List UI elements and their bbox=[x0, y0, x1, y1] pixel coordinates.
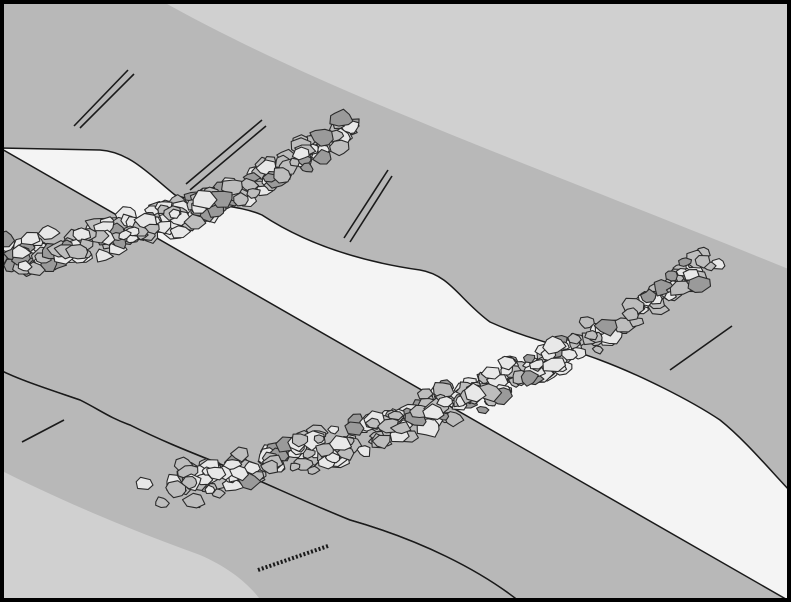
stone bbox=[364, 417, 382, 429]
stone bbox=[664, 270, 678, 282]
upper-rock-weir bbox=[0, 108, 360, 278]
stone bbox=[12, 244, 32, 259]
stone bbox=[192, 189, 218, 210]
stone bbox=[567, 332, 582, 345]
stone bbox=[344, 421, 365, 436]
stone bbox=[356, 445, 371, 458]
stone bbox=[529, 358, 545, 370]
stone bbox=[222, 459, 243, 470]
stone bbox=[65, 244, 89, 260]
stone bbox=[17, 260, 33, 272]
stone bbox=[273, 167, 292, 184]
slash-mark bbox=[21, 419, 65, 443]
stone bbox=[135, 476, 154, 490]
stone bbox=[233, 192, 249, 207]
stone bbox=[328, 435, 353, 451]
stone bbox=[542, 335, 567, 355]
stone bbox=[302, 448, 316, 460]
stone bbox=[476, 405, 490, 415]
stone bbox=[422, 403, 445, 420]
bank-slash-marks bbox=[21, 69, 733, 572]
stone bbox=[329, 139, 350, 157]
stone bbox=[291, 146, 310, 161]
stone bbox=[168, 208, 181, 219]
stone bbox=[436, 395, 453, 408]
stone bbox=[118, 229, 132, 241]
stone bbox=[313, 434, 325, 444]
slash-mark bbox=[669, 325, 733, 371]
stone bbox=[144, 223, 160, 235]
stone bbox=[390, 421, 412, 435]
stone bbox=[181, 492, 206, 509]
stone bbox=[694, 254, 711, 269]
stone bbox=[289, 462, 301, 472]
stone bbox=[180, 475, 198, 490]
slash-mark bbox=[349, 175, 393, 243]
stone bbox=[371, 434, 391, 450]
stone bbox=[669, 280, 694, 296]
stone bbox=[312, 148, 332, 165]
stone bbox=[155, 496, 170, 509]
lower-rock-weir bbox=[135, 246, 726, 509]
stone bbox=[309, 128, 334, 147]
stone bbox=[584, 330, 598, 341]
stone bbox=[169, 224, 192, 239]
stone bbox=[329, 108, 354, 127]
slash-mark bbox=[257, 544, 329, 572]
stone bbox=[520, 370, 539, 387]
stone bbox=[480, 366, 501, 380]
stone bbox=[463, 382, 487, 403]
stone bbox=[260, 459, 279, 475]
stone bbox=[387, 410, 404, 421]
stone bbox=[20, 231, 41, 246]
lower-bank-light bbox=[0, 470, 262, 602]
stone bbox=[542, 357, 567, 373]
stone bbox=[687, 275, 712, 293]
stone bbox=[37, 224, 61, 240]
stone bbox=[183, 213, 207, 230]
stone bbox=[206, 466, 227, 481]
stone bbox=[246, 188, 261, 199]
slash-mark bbox=[73, 69, 129, 127]
stone bbox=[578, 316, 595, 329]
stone bbox=[497, 355, 517, 371]
stone bbox=[621, 307, 639, 322]
stone bbox=[561, 348, 578, 361]
stone bbox=[591, 345, 604, 355]
stone bbox=[291, 433, 309, 448]
stone bbox=[593, 318, 618, 337]
stone bbox=[678, 257, 693, 267]
slash-mark bbox=[343, 169, 389, 239]
slash-mark bbox=[185, 119, 263, 185]
stone bbox=[639, 288, 657, 304]
stone bbox=[95, 248, 114, 263]
stone bbox=[327, 425, 340, 435]
stone bbox=[204, 484, 216, 495]
stone bbox=[299, 162, 314, 173]
slash-mark bbox=[189, 125, 267, 191]
slash-mark bbox=[79, 73, 135, 129]
